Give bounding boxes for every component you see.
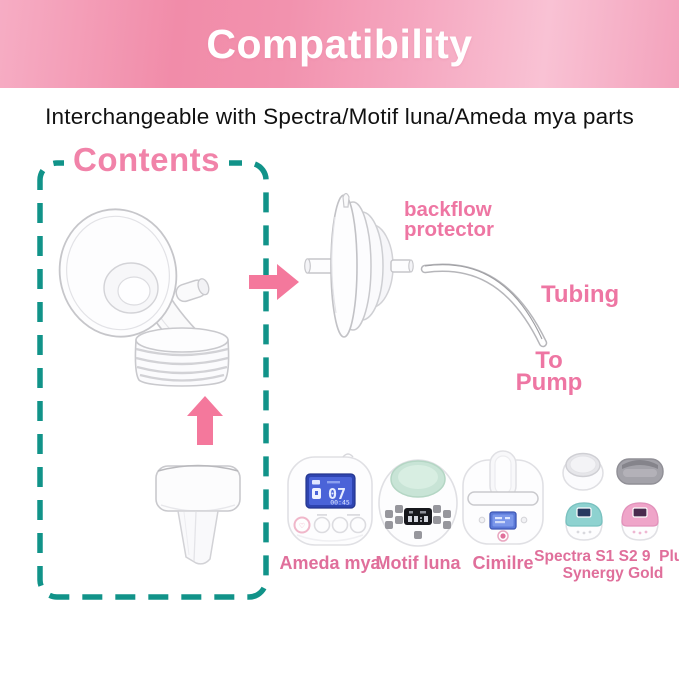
pump-label-motif: Motif luna [375, 553, 461, 573]
spectra-s1-illustration [565, 502, 603, 541]
pump-ameda-mya: 07 00:45 ♡ Ameda mya [279, 452, 381, 572]
contents-dashed-border [37, 160, 269, 600]
spectra-case-illustration [616, 458, 664, 485]
to-pump-label: To Pump [515, 347, 583, 396]
pump-motif-luna: Motif luna [375, 454, 461, 572]
svg-text:00:45: 00:45 [330, 499, 350, 507]
svg-text:♡: ♡ [299, 522, 305, 530]
pump-label-spectra: Spectra S1 S2 9 Plus Synergy Gold [534, 548, 679, 582]
pump-label-ameda: Ameda mya [279, 553, 381, 573]
backflow-protector-label: backflow protector [404, 198, 494, 241]
duckbill-valve-illustration [155, 464, 241, 565]
up-arrow-icon [187, 396, 223, 445]
ameda-mya-illustration: 07 00:45 ♡ [287, 453, 373, 546]
header-banner: Compatibility [0, 0, 679, 88]
cimilre-illustration [462, 450, 544, 545]
spectra-image-grid [561, 449, 665, 543]
contents-label: Contents [64, 141, 229, 179]
pump-spectra-group: Spectra S1 S2 9 Plus Synergy Gold [534, 449, 679, 582]
page-title: Compatibility [206, 20, 473, 67]
spectra-s2-illustration [621, 502, 659, 541]
svg-text:07: 07 [328, 485, 346, 503]
motif-luna-illustration [378, 459, 458, 547]
flange-illustration [58, 208, 230, 387]
spectra-9plus-illustration [562, 452, 604, 491]
tubing-label: Tubing [541, 281, 620, 308]
subtitle: Interchangeable with Spectra/Motif luna/… [45, 104, 634, 129]
tubing-illustration [420, 263, 548, 348]
pump-cimilre: Cimilre [458, 449, 548, 572]
pump-label-cimilre: Cimilre [472, 553, 534, 573]
right-arrow-icon [249, 264, 299, 300]
backflow-protector-illustration [304, 192, 414, 338]
